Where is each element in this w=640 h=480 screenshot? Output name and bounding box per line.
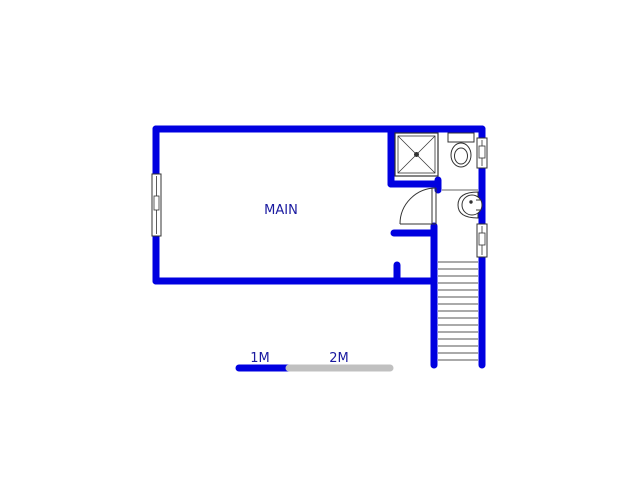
scale-label-2m: 2M [329, 351, 349, 366]
shower-icon [394, 132, 439, 177]
basin-icon [442, 189, 483, 219]
scale-label-1m: 1M [250, 351, 270, 366]
window-bath [476, 137, 488, 169]
scale-bar: 1M 2M [235, 351, 394, 372]
toilet-icon [447, 132, 475, 168]
staircase [438, 261, 478, 361]
window-left [151, 173, 162, 237]
walls [152, 125, 486, 369]
door-icon [399, 187, 437, 225]
room-label-main: MAIN [264, 203, 298, 218]
window-stair [476, 223, 488, 258]
